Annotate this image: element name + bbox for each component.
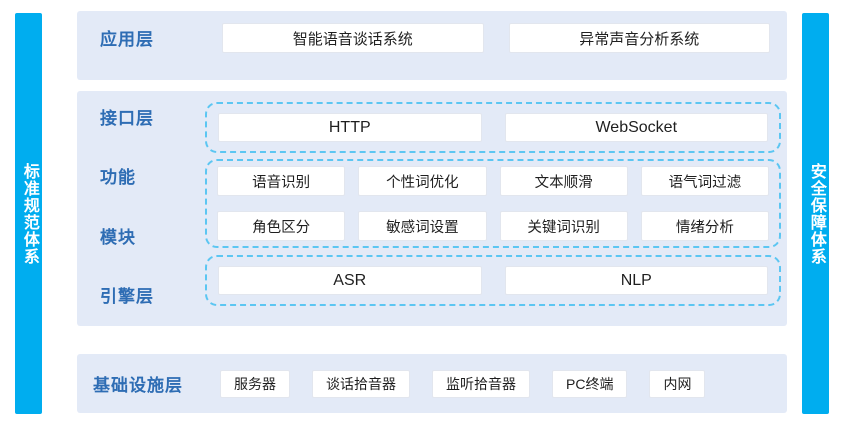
- app-item-intelligent-voice-interview-system[interactable]: 智能语音谈话系统: [222, 23, 484, 53]
- infra-item-interview-microphone[interactable]: 谈话拾音器: [312, 370, 410, 398]
- module-item-role-separation[interactable]: 角色区分: [217, 211, 346, 241]
- engine-layer-items: ASR NLP: [218, 266, 768, 295]
- infra-item-server[interactable]: 服务器: [220, 370, 290, 398]
- module-item-modal-particle-filtering[interactable]: 语气词过滤: [640, 166, 769, 196]
- infra-item-pc-terminal[interactable]: PC终端: [552, 370, 628, 398]
- interface-layer-group-outline: [205, 102, 781, 153]
- functional-modules-group-outline: [205, 159, 781, 248]
- module-item-sensitive-word-settings[interactable]: 敏感词设置: [358, 211, 487, 241]
- infrastructure-layer-items: 服务器 谈话拾音器 监听拾音器 PC终端 内网: [220, 370, 706, 398]
- interface-layer-items: HTTP WebSocket: [218, 113, 768, 142]
- app-item-abnormal-sound-analysis-system[interactable]: 异常声音分析系统: [508, 23, 770, 53]
- functional-modules-items: 语音识别 个性词优化 文本顺滑 语气词过滤 角色区分 敏感词设置 关键词识别 情…: [217, 166, 769, 241]
- engine-item-nlp[interactable]: NLP: [504, 266, 768, 295]
- module-item-text-smoothing[interactable]: 文本顺滑: [499, 166, 628, 196]
- engine-item-asr[interactable]: ASR: [218, 266, 482, 295]
- module-item-keyword-recognition[interactable]: 关键词识别: [499, 211, 628, 241]
- left-sidebar-label: 标准规范体系: [20, 162, 38, 265]
- core-layer-labels: 接口层 功能 模块 引擎层: [100, 103, 205, 308]
- interface-item-websocket[interactable]: WebSocket: [504, 113, 768, 142]
- module-item-speech-recognition[interactable]: 语音识别: [217, 166, 346, 196]
- engine-layer-group-outline: [205, 255, 781, 306]
- application-layer-items: 智能语音谈话系统 异常声音分析系统: [222, 23, 770, 53]
- functional-modules-row-2: 角色区分 敏感词设置 关键词识别 情绪分析: [217, 211, 769, 241]
- module-item-personalized-word-optimization[interactable]: 个性词优化: [358, 166, 487, 196]
- infra-item-intranet[interactable]: 内网: [649, 370, 706, 398]
- engine-layer-label: 引擎层: [100, 287, 154, 307]
- functional-modules-label-line1: 功能: [100, 168, 136, 188]
- right-sidebar-label: 安全保障体系: [807, 162, 825, 265]
- functional-modules-label-line2: 模块: [100, 227, 136, 247]
- interface-item-http[interactable]: HTTP: [218, 113, 482, 142]
- right-sidebar-security-system: 安全保障体系: [802, 13, 829, 414]
- functional-modules-row-1: 语音识别 个性词优化 文本顺滑 语气词过滤: [217, 166, 769, 196]
- module-item-sentiment-analysis[interactable]: 情绪分析: [640, 211, 769, 241]
- infra-item-monitoring-microphone[interactable]: 监听拾音器: [432, 370, 530, 398]
- infrastructure-layer-label: 基础设施层: [93, 375, 183, 395]
- interface-layer-label: 接口层: [100, 108, 154, 128]
- left-sidebar-standard-system: 标准规范体系: [15, 13, 42, 414]
- application-layer-label: 应用层: [100, 29, 154, 49]
